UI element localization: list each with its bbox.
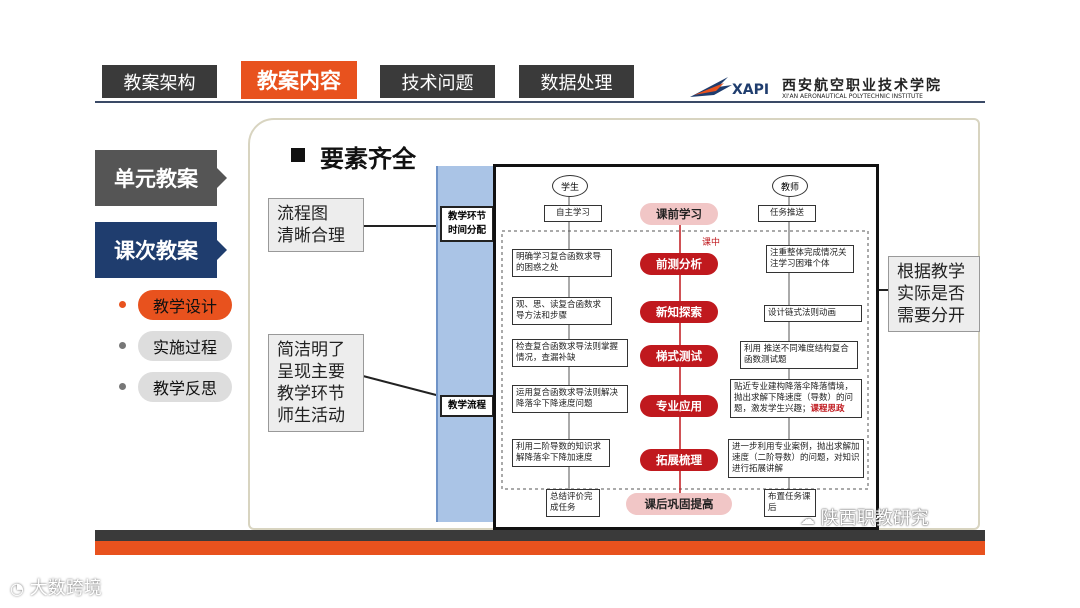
stage-post-class: 课后巩固提高 bbox=[626, 493, 732, 515]
logo-name-en: XI'AN AERONAUTICAL POLYTECHNIC INSTITUTE bbox=[782, 93, 923, 100]
tab-architecture[interactable]: 教案架构 bbox=[102, 65, 217, 98]
teacher-box: 任务推送 bbox=[758, 205, 816, 222]
bottom-watermark-text: 大数跨境 bbox=[29, 578, 102, 599]
student-box: 运用复合函数求导法则解决降落伞下降速度问题 bbox=[512, 385, 628, 413]
logo-name-cn: 西安航空职业技术学院 bbox=[782, 78, 942, 94]
sidebar-item-reflection[interactable]: 教学反思 bbox=[138, 372, 232, 402]
sidebar-lesson-plan-label: 课次教案 bbox=[114, 239, 198, 263]
footer-bar-orange bbox=[95, 541, 985, 555]
callout-line: 流程图 bbox=[277, 204, 328, 224]
tab-technical[interactable]: 技术问题 bbox=[380, 65, 495, 98]
phase-label-line: 教学环节 bbox=[447, 211, 486, 222]
chevron-right-icon bbox=[217, 240, 227, 260]
watermark-logo-icon: ◔ bbox=[10, 579, 24, 598]
sidebar-item-implementation[interactable]: 实施过程 bbox=[138, 331, 232, 361]
callout-concise: 简洁明了 呈现主要 教学环节 师生活动 bbox=[268, 334, 364, 432]
bullet-dot bbox=[119, 301, 126, 308]
chevron-right-icon bbox=[217, 168, 227, 188]
wechat-icon: ☁ bbox=[800, 510, 815, 528]
student-box: 明确学习复合函数求导的困惑之处 bbox=[512, 249, 612, 277]
square-bullet-icon bbox=[291, 148, 305, 162]
callout-line: 根据教学 bbox=[897, 262, 965, 282]
teacher-box: 注重整体完成情况关注学习困难个体 bbox=[766, 245, 854, 273]
stage-pre-class: 课前学习 bbox=[640, 203, 718, 225]
teacher-box-text: 贴近专业建构降落伞降落情境，抛出求解下降速度（导数）的问题，激发学生兴趣； bbox=[734, 382, 854, 414]
bullet-dot bbox=[119, 383, 126, 390]
teacher-box: 设计链式法则动画 bbox=[764, 305, 862, 322]
stage-explore: 新知探索 bbox=[640, 301, 718, 323]
bullet-dot bbox=[119, 342, 126, 349]
callout-separate: 根据教学 实际是否 需要分开 bbox=[888, 256, 980, 332]
wechat-watermark-text: 陕西职教研究 bbox=[820, 508, 929, 529]
student-box: 利用二阶导数的知识求解降落伞下降加速度 bbox=[512, 439, 610, 467]
header-divider bbox=[95, 101, 985, 103]
teacher-box: 贴近专业建构降落伞降落情境，抛出求解下降速度（导数）的问题，激发学生兴趣；课程思… bbox=[730, 379, 862, 418]
sidebar-item-teaching-design[interactable]: 教学设计 bbox=[138, 290, 232, 320]
callout-line: 清晰合理 bbox=[277, 226, 345, 246]
sidebar-lesson-plan[interactable]: 课次教案 bbox=[95, 222, 217, 278]
institute-logo: XAPI 西安航空职业技术学院 XI'AN AERONAUTICAL POLYT… bbox=[688, 73, 988, 103]
sidebar-unit-plan-label: 单元教案 bbox=[114, 167, 198, 191]
teacher-box: 进一步利用专业案例，抛出求解加速度（二阶导数）的问题，对知识进行拓展讲解 bbox=[728, 439, 864, 478]
student-box: 自主学习 bbox=[544, 205, 602, 222]
stage-application: 专业应用 bbox=[640, 395, 718, 417]
in-class-label: 课中 bbox=[702, 238, 721, 248]
plane-icon bbox=[690, 77, 732, 97]
stage-ladder-test: 梯式测试 bbox=[640, 345, 718, 367]
callout-flowchart-clear: 流程图 清晰合理 bbox=[268, 198, 364, 252]
stage-pre-test: 前测分析 bbox=[640, 253, 718, 275]
teacher-box: 布置任务课后 bbox=[764, 489, 816, 517]
student-box: 观、思、读复合函数求导方法和步骤 bbox=[512, 297, 612, 325]
sidebar-unit-plan[interactable]: 单元教案 bbox=[95, 150, 217, 206]
student-node: 学生 bbox=[552, 175, 588, 197]
tab-data[interactable]: 数据处理 bbox=[519, 65, 634, 98]
logo-brand: XAPI bbox=[732, 82, 770, 98]
bottom-watermark: ◔ 大数跨境 bbox=[10, 574, 102, 600]
lesson-flowchart: 学生 教师 课中 课前学习 前测分析 新知探索 梯式测试 专业应用 拓展梳理 课… bbox=[493, 164, 879, 530]
callout-line: 师生活动 bbox=[277, 406, 345, 426]
callout-line: 呈现主要 bbox=[277, 362, 345, 382]
label-time-allocation: 教学环节 时间分配 bbox=[440, 206, 494, 242]
student-box: 总结评价完成任务 bbox=[546, 489, 600, 517]
wechat-watermark: ☁ 陕西职教研究 bbox=[800, 504, 929, 530]
stage-extension: 拓展梳理 bbox=[640, 449, 718, 471]
section-title: 要素齐全 bbox=[320, 145, 416, 173]
student-box: 检查复合函数求导法则掌握情况，查漏补缺 bbox=[512, 339, 628, 367]
callout-line: 需要分开 bbox=[897, 306, 965, 326]
ideology-highlight: 课程思政 bbox=[810, 404, 845, 414]
callout-line: 简洁明了 bbox=[277, 340, 345, 360]
label-teaching-flow: 教学流程 bbox=[440, 395, 494, 417]
phase-label-line: 时间分配 bbox=[447, 225, 486, 236]
callout-line: 教学环节 bbox=[277, 384, 345, 404]
teacher-node: 教师 bbox=[772, 175, 808, 197]
footer-bar-dark bbox=[95, 530, 985, 541]
callout-line: 实际是否 bbox=[897, 284, 965, 304]
teacher-box: 利用 推送不同难度结构复合函数测试题 bbox=[740, 341, 858, 369]
tab-content[interactable]: 教案内容 bbox=[241, 61, 357, 99]
